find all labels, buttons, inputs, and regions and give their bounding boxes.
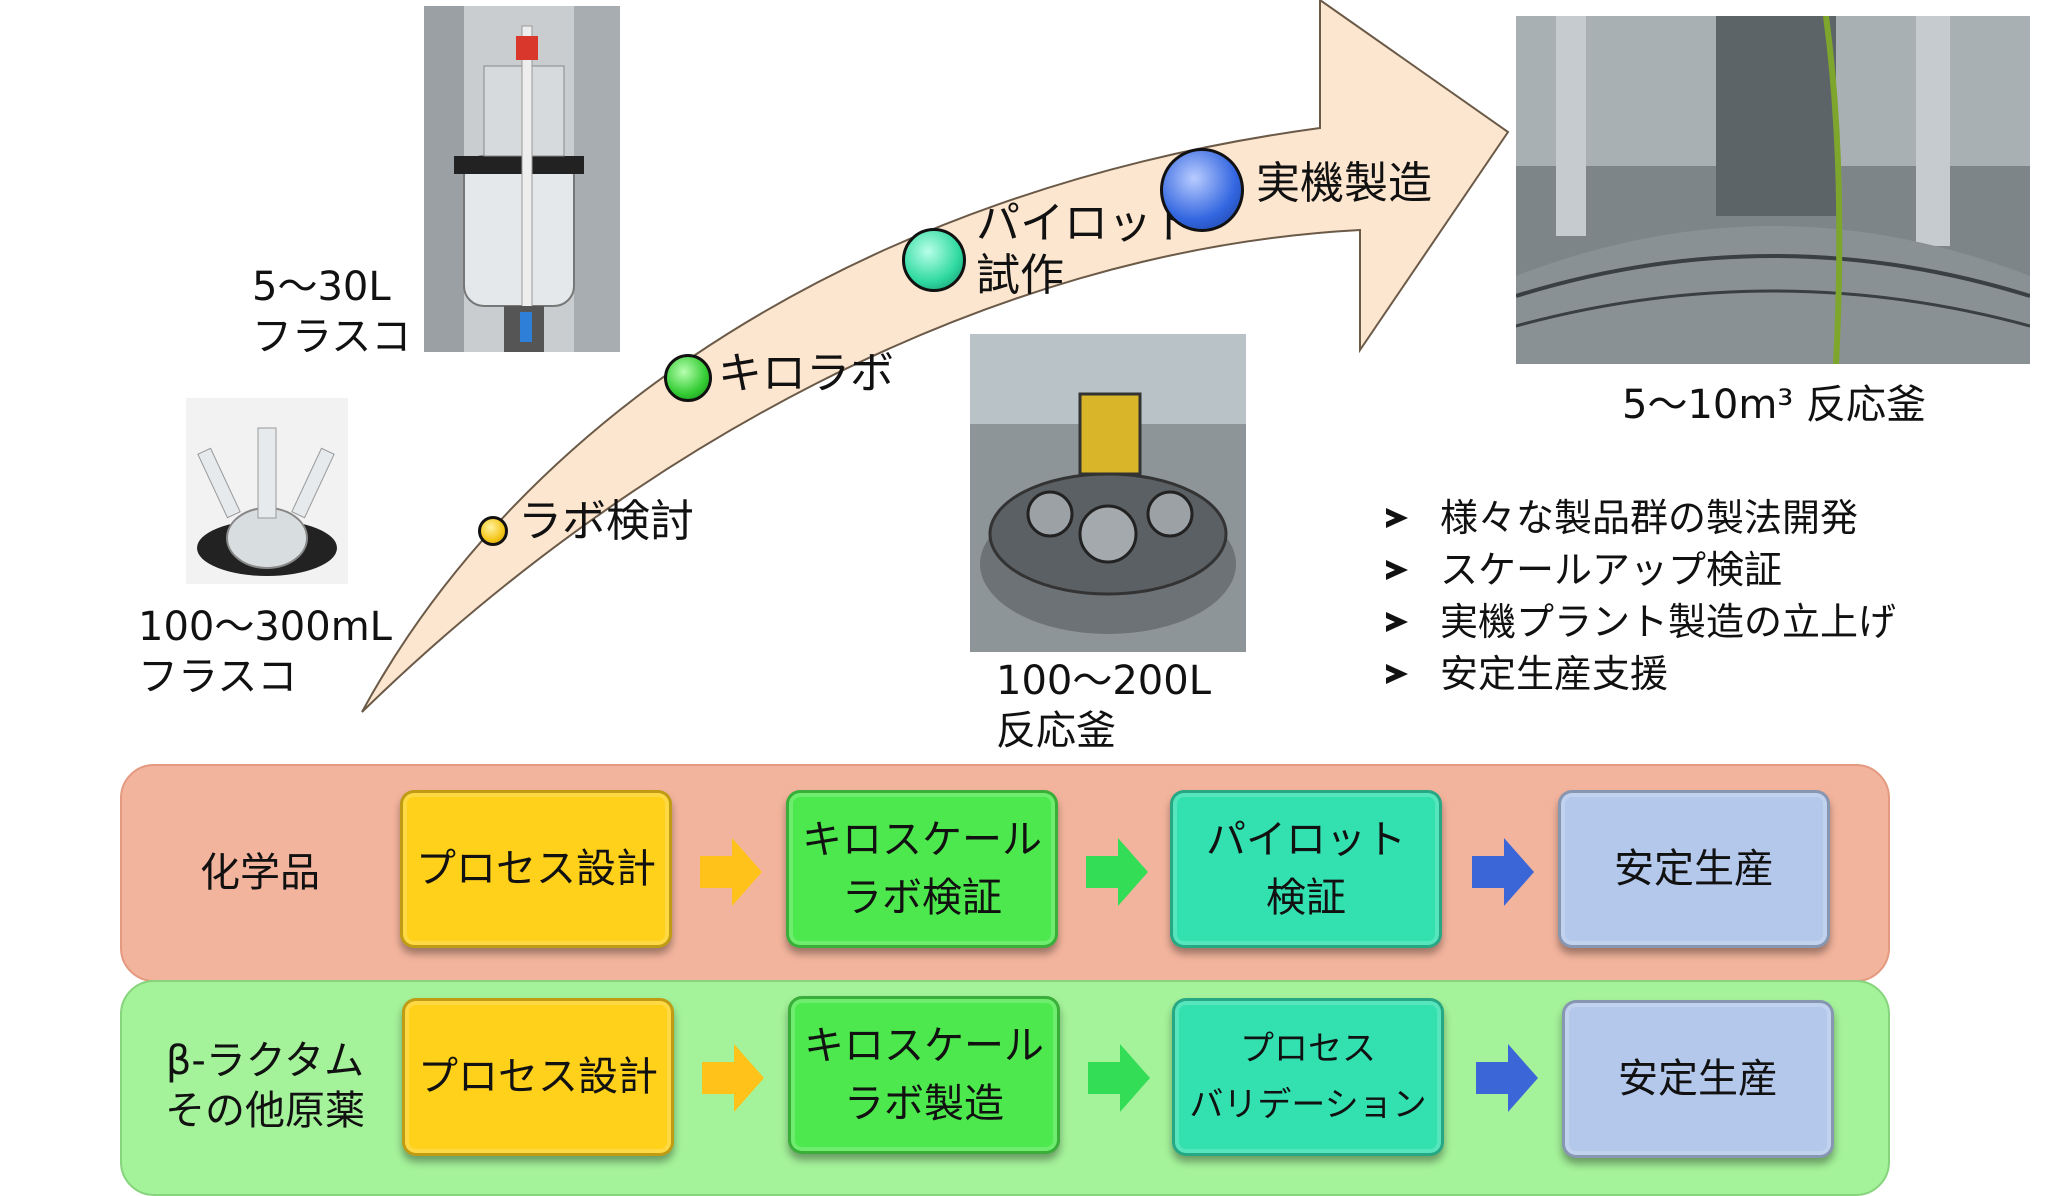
step-text: 安定生産	[1614, 846, 1774, 892]
row-label-beta-lactam-2: その他原薬	[165, 1088, 365, 1134]
photo-small-flask	[186, 398, 348, 584]
bullet-item: スケールアップ検証	[1380, 544, 1896, 596]
stage-label-lab: ラボ検討	[518, 496, 694, 547]
capability-list: 様々な製品群の製法開発 スケールアップ検証 実機プラント製造の立上げ 安定生産支…	[1380, 492, 1896, 700]
flow-arrow-icon	[700, 838, 762, 906]
step-kilo-production: キロスケール ラボ製造	[788, 996, 1060, 1154]
step-text: キロスケール	[802, 817, 1042, 863]
plant-reactor-label: 5～10m³ 反応釜	[1622, 382, 1927, 428]
bullet-text: 実機プラント製造の立上げ	[1440, 600, 1897, 644]
flow-arrow-icon	[1476, 1044, 1538, 1112]
step-process-design: プロセス設計	[400, 790, 672, 948]
large-flask-type: フラスコ	[252, 314, 412, 360]
stage-label-pilot-2: 試作	[976, 250, 1064, 301]
pilot-reactor-volume: 100～200L	[996, 658, 1211, 704]
step-text: プロセス設計	[416, 846, 656, 892]
stage-dot-plant	[1160, 148, 1244, 232]
small-flask-type: フラスコ	[138, 654, 298, 700]
step-pilot-verification: パイロット 検証	[1170, 790, 1442, 948]
bullet-arrow-icon	[1386, 508, 1408, 528]
step-text: 検証	[1266, 875, 1346, 921]
step-process-validation: プロセス バリデーション	[1172, 998, 1444, 1156]
bullet-arrow-icon	[1386, 612, 1408, 632]
row-label-beta-lactam-1: β-ラクタム	[165, 1038, 365, 1084]
step-text: プロセス設計	[418, 1054, 658, 1100]
bullet-item: 安定生産支援	[1380, 648, 1896, 700]
flow-arrow-icon	[702, 1044, 764, 1112]
flow-arrow-icon	[1088, 1044, 1150, 1112]
bullet-item: 様々な製品群の製法開発	[1380, 492, 1896, 544]
step-text: プロセス	[1240, 1029, 1376, 1069]
large-flask-volume: 5～30L	[252, 264, 391, 310]
step-text: ラボ製造	[844, 1081, 1004, 1127]
step-kilo-verification: キロスケール ラボ検証	[786, 790, 1058, 948]
step-stable-production: 安定生産	[1558, 790, 1830, 948]
stage-dot-lab	[478, 516, 508, 546]
step-stable-production: 安定生産	[1562, 1000, 1834, 1158]
step-text: バリデーション	[1189, 1085, 1427, 1125]
stage-label-kilo: キロラボ	[718, 348, 894, 399]
photo-jacketed-flask	[424, 6, 620, 352]
bullet-text: スケールアップ検証	[1440, 548, 1783, 592]
step-text: キロスケール	[804, 1023, 1044, 1069]
photo-plant-reactor	[1516, 16, 2030, 364]
pilot-reactor-type: 反応釜	[996, 708, 1116, 754]
bullet-text: 安定生産支援	[1440, 652, 1669, 696]
stage-dot-kilo	[664, 354, 712, 402]
bullet-arrow-icon	[1386, 664, 1408, 684]
photo-pilot-reactor	[970, 334, 1246, 652]
bullet-arrow-icon	[1386, 560, 1408, 580]
stage-label-pilot-1: パイロット	[976, 198, 1196, 249]
stage-dot-pilot	[902, 228, 966, 292]
flow-arrow-icon	[1472, 838, 1534, 906]
bullet-text: 様々な製品群の製法開発	[1440, 496, 1859, 540]
flow-arrow-icon	[1086, 838, 1148, 906]
step-text: 安定生産	[1618, 1056, 1778, 1102]
step-process-design: プロセス設計	[402, 998, 674, 1156]
bullet-item: 実機プラント製造の立上げ	[1380, 596, 1896, 648]
stage-label-plant: 実機製造	[1256, 158, 1432, 209]
small-flask-volume: 100～300mL	[138, 604, 392, 650]
step-text: パイロット	[1206, 817, 1406, 863]
step-text: ラボ検証	[842, 875, 1002, 921]
row-label-chemicals: 化学品	[200, 850, 320, 896]
